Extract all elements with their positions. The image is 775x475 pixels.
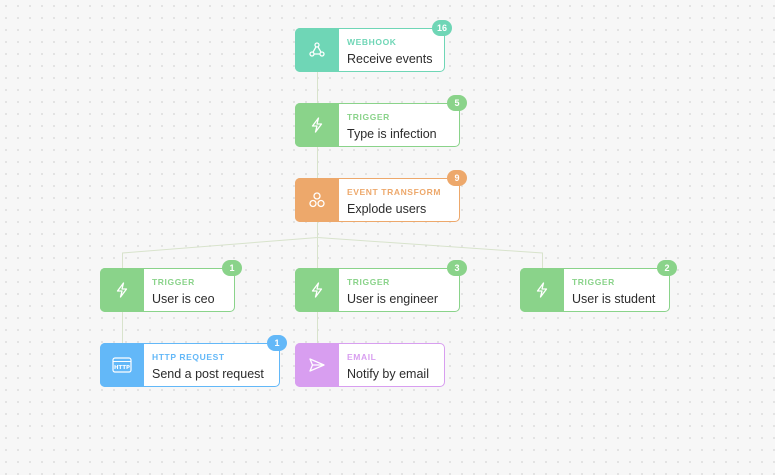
email-icon-box	[295, 343, 339, 387]
event-count-badge: 16	[432, 20, 452, 36]
event-count-badge: 1	[222, 260, 242, 276]
node-kind-label: WEBHOOK	[347, 37, 397, 47]
node-trigger-engineer[interactable]: TRIGGER User is engineer 3	[295, 260, 467, 312]
webhook-icon	[309, 42, 325, 57]
lightning-icon	[116, 282, 128, 298]
node-trigger-infection[interactable]: TRIGGER Type is infection 5	[295, 95, 467, 147]
trigger-icon-box	[100, 268, 144, 312]
node-kind-label: TRIGGER	[347, 277, 390, 287]
node-title: Type is infection	[347, 127, 437, 141]
node-kind-label: EVENT TRANSFORM	[347, 187, 441, 197]
node-event-transform[interactable]: EVENT TRANSFORM Explode users 9	[295, 170, 467, 222]
lightning-icon	[311, 282, 323, 298]
node-title: User is engineer	[347, 292, 439, 306]
event-count-badge: 3	[447, 260, 467, 276]
event-count-badge: 1	[267, 335, 287, 351]
node-trigger-student[interactable]: TRIGGER User is student 2	[520, 260, 677, 312]
edge-transform-ceo	[122, 222, 318, 268]
node-http-request[interactable]: HTTP HTTP REQUEST Send a post request 1	[100, 335, 287, 387]
trigger-icon-box	[520, 268, 564, 312]
node-title: Send a post request	[152, 367, 264, 381]
send-icon	[309, 358, 325, 372]
shapes-icon	[309, 192, 325, 208]
http-icon-box: HTTP	[100, 343, 144, 387]
node-webhook[interactable]: WEBHOOK Receive events 16	[295, 20, 452, 72]
node-kind-label: TRIGGER	[347, 112, 390, 122]
event-count-badge: 9	[447, 170, 467, 186]
transform-icon-box	[295, 178, 339, 222]
node-title: Receive events	[347, 52, 433, 66]
node-title: Notify by email	[347, 367, 429, 381]
http-icon: HTTP	[112, 357, 132, 373]
node-title: User is student	[572, 292, 656, 306]
node-kind-label: TRIGGER	[572, 277, 615, 287]
node-title: User is ceo	[152, 292, 215, 306]
trigger-icon-box	[295, 103, 339, 147]
node-kind-label: EMAIL	[347, 352, 377, 362]
event-count-badge: 5	[447, 95, 467, 111]
node-trigger-ceo[interactable]: TRIGGER User is ceo 1	[100, 260, 242, 312]
node-email[interactable]: EMAIL Notify by email	[295, 343, 445, 387]
http-icon-label: HTTP	[114, 365, 130, 371]
trigger-icon-box	[295, 268, 339, 312]
node-kind-label: TRIGGER	[152, 277, 195, 287]
lightning-icon	[536, 282, 548, 298]
edge-transform-student	[317, 237, 543, 268]
lightning-icon	[311, 117, 323, 133]
node-kind-label: HTTP REQUEST	[152, 352, 225, 362]
event-count-badge: 2	[657, 260, 677, 276]
webhook-icon-box	[295, 28, 339, 72]
node-title: Explode users	[347, 202, 427, 216]
